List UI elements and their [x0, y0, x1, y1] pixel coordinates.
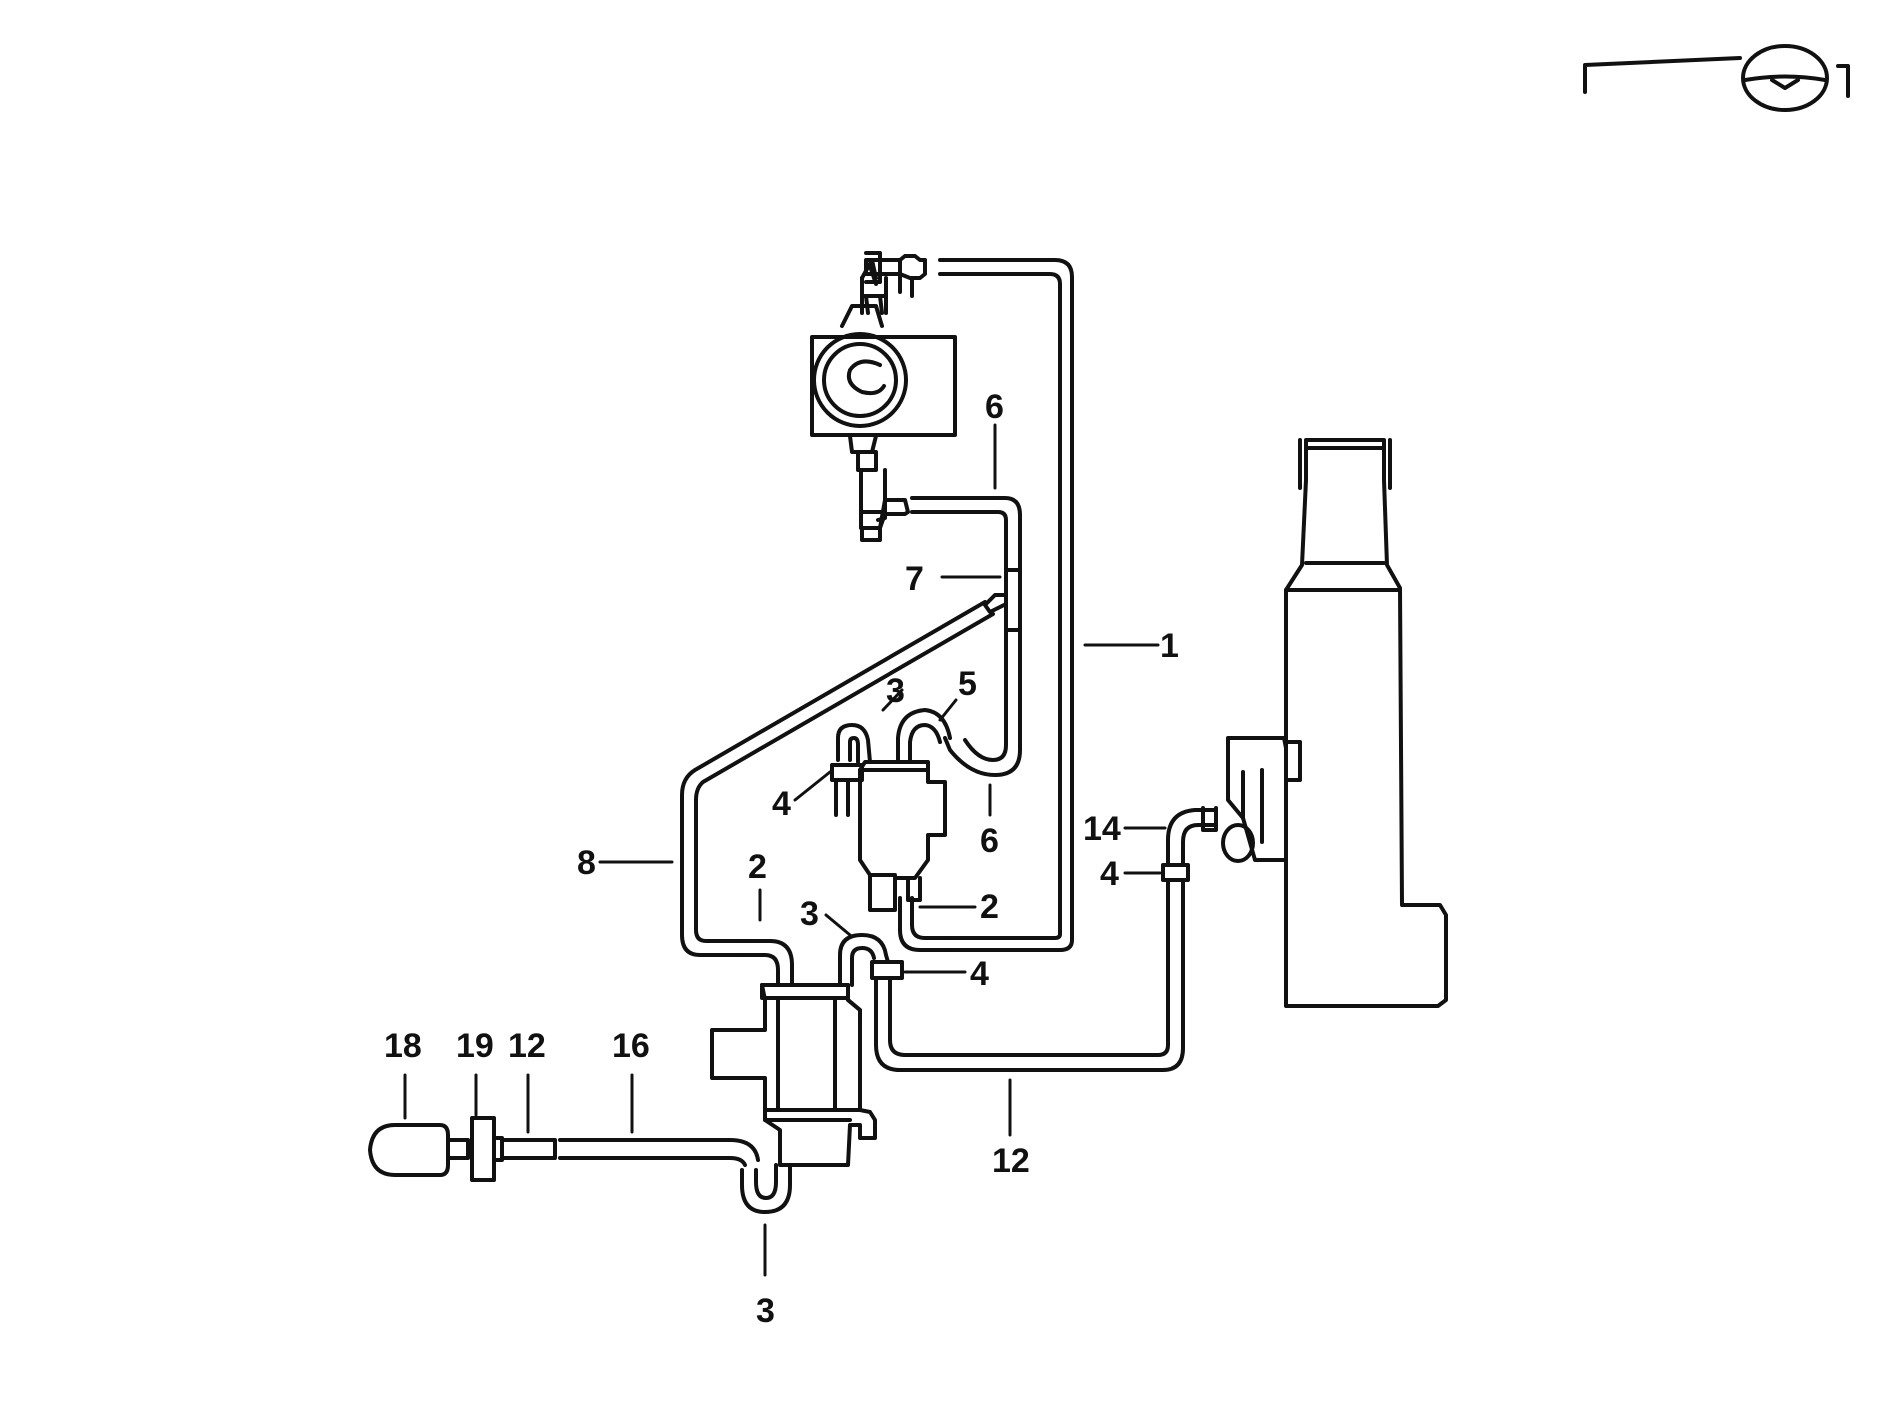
leader-5 [938, 698, 958, 722]
elbow-3-lower-mid [838, 933, 890, 987]
washer-pump-middle-icon [858, 760, 947, 912]
hose-6-upper [910, 496, 1022, 572]
callout-1: 1 [1160, 627, 1179, 665]
callout-19: 19 [456, 1027, 494, 1065]
hose-6-upper-inner [910, 510, 1008, 572]
callout-4-mid: 4 [970, 955, 989, 993]
hose-12 [874, 878, 1185, 1072]
callout-7: 7 [905, 560, 924, 598]
hose-12-inner [888, 878, 1170, 1057]
hose-2-right-inner [910, 896, 947, 940]
hose-16 [558, 1138, 760, 1162]
hose-1-inner [938, 272, 1062, 940]
leader-3-mid [824, 913, 852, 937]
t-piece-7 [983, 568, 1022, 632]
hose-6-lower [943, 628, 1022, 777]
callout-16: 16 [612, 1027, 650, 1065]
callout-3-bottom: 3 [756, 1292, 775, 1330]
elbow-3-upper [836, 723, 872, 764]
washer-reservoir-icon [1284, 438, 1448, 1008]
leader-lines [403, 423, 1167, 1277]
leader-4-upper [793, 770, 832, 802]
callout-6-upper: 6 [985, 388, 1004, 426]
callout-labels: 1 2 2 3 3 3 4 4 4 5 6 6 7 8 12 12 14 16 … [384, 388, 1179, 1330]
callout-14: 14 [1083, 810, 1121, 848]
clamp-4-lower [870, 960, 904, 980]
callout-6-lower: 6 [980, 822, 999, 860]
clamp-4-right [1161, 863, 1190, 882]
hose-6-lower-inner [963, 628, 1008, 762]
hose-8 [680, 600, 987, 957]
hose-16-inner [558, 1156, 747, 1167]
elbow-3-bottom [740, 1163, 792, 1214]
callout-18: 18 [384, 1027, 422, 1065]
callout-4-right: 4 [1100, 855, 1119, 893]
washer-pump-lower-icon [710, 983, 877, 1167]
hose-14 [1166, 808, 1217, 867]
callout-12-bottom: 12 [992, 1142, 1030, 1180]
t-fitting-lower [860, 498, 910, 542]
elbow-2-lower-inner [743, 953, 780, 987]
reservoir-pump-icon [1201, 736, 1302, 863]
hose-2-right [898, 896, 947, 952]
washer-pump-icon [810, 258, 957, 530]
callout-8: 8 [577, 844, 596, 882]
callout-4-upper: 4 [772, 785, 791, 823]
hose-14-inner [1181, 823, 1217, 867]
steering-wheel-icon [1583, 44, 1850, 112]
elbow-2-lower [743, 939, 794, 987]
callout-5: 5 [958, 665, 977, 703]
callout-3-upper: 3 [886, 672, 905, 710]
elbow-3-lower-mid-inner [850, 946, 876, 987]
hose-8-inner [694, 612, 995, 943]
elbow-3-bottom-inner [754, 1163, 778, 1200]
callout-2-right: 2 [980, 888, 999, 926]
elbow-3-upper-inner [848, 736, 860, 764]
grommet-19-lip [492, 1136, 504, 1162]
t-fitting-top [864, 251, 927, 298]
stub-4-upper [834, 778, 850, 817]
hose-5-inner [908, 723, 942, 764]
grommet-19 [470, 1116, 496, 1182]
hose-5 [896, 708, 952, 764]
callout-12-left: 12 [508, 1027, 546, 1065]
callout-2-left: 2 [748, 848, 767, 886]
connector-12 [500, 1138, 557, 1160]
callout-3-mid: 3 [800, 895, 819, 933]
leader-3-upper [881, 688, 904, 712]
clamp-4-upper [830, 763, 864, 782]
hose-1 [938, 258, 1074, 952]
washer-nozzle-icon [368, 1123, 470, 1177]
